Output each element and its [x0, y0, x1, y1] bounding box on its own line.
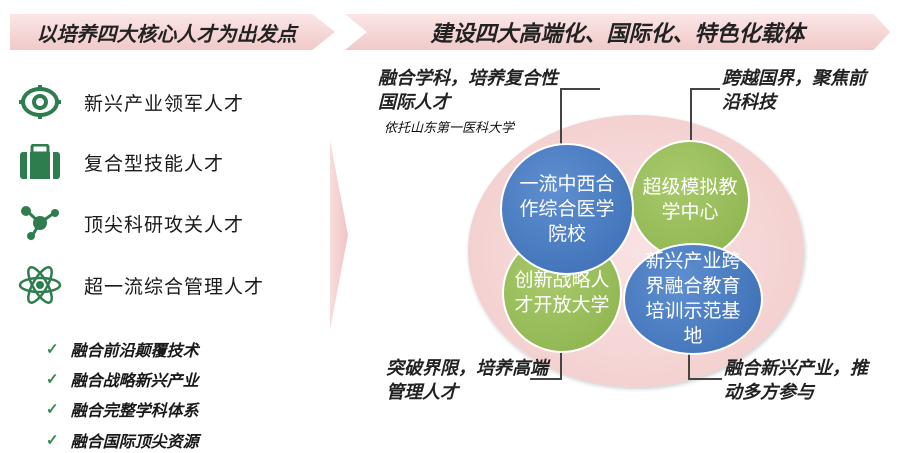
briefcase-icon — [18, 142, 62, 182]
molecule-icon — [18, 203, 62, 243]
left-banner: 以培养四大核心人才为出发点 — [10, 14, 335, 50]
circle-label: 创新战略人才开放大学 — [514, 269, 610, 316]
leader-line — [560, 88, 600, 90]
leader-line — [560, 90, 562, 148]
check-icon: ✓ — [46, 400, 59, 418]
talent-item-skill: 复合型技能人才 — [18, 142, 224, 182]
check-label: 融合前沿颠覆技术 — [70, 341, 199, 360]
divider-arrow — [330, 140, 348, 330]
callout-top-left: 融合学科，培养复合性国际人才 — [378, 68, 558, 113]
target-icon — [18, 82, 62, 122]
leader-line — [530, 378, 562, 380]
check-item: ✓ 融合国际顶尖资源 — [46, 428, 199, 452]
circle-simulation-center: 超级模拟教学中心 — [630, 140, 750, 260]
talent-label: 复合型技能人才 — [84, 152, 225, 175]
leader-line — [690, 88, 692, 150]
check-label: 融合战略新兴产业 — [70, 371, 199, 390]
left-banner-title: 以培养四大核心人才为出发点 — [36, 21, 297, 46]
talent-label: 超一流综合管理人才 — [84, 275, 265, 298]
talent-label: 顶尖科研攻关人才 — [84, 213, 245, 236]
check-label: 融合国际顶尖资源 — [70, 432, 199, 451]
check-icon: ✓ — [46, 340, 59, 358]
check-item: ✓ 融合前沿颠覆技术 — [46, 337, 199, 361]
leader-line — [688, 378, 722, 380]
right-banner: 建设四大高端化、国际化、特色化载体 — [345, 14, 890, 50]
talent-item-leader: 新兴产业领军人才 — [18, 82, 244, 122]
circle-training-base: 新兴产业跨界融合教育培训示范基地 — [623, 243, 763, 355]
leader-line — [688, 350, 690, 380]
atom-icon — [18, 265, 62, 305]
leader-line — [560, 345, 562, 380]
talent-label: 新兴产业领军人才 — [84, 92, 245, 115]
talent-item-management: 超一流综合管理人才 — [18, 265, 264, 305]
circle-label: 新兴产业跨界融合教育培训示范基地 — [645, 250, 741, 347]
right-banner-title: 建设四大高端化、国际化、特色化载体 — [430, 21, 805, 47]
check-label: 融合完整学科体系 — [70, 401, 199, 420]
circle-medical-college: 一流中西合作综合医学院校 — [500, 143, 634, 275]
leader-line — [690, 88, 720, 90]
check-item: ✓ 融合完整学科体系 — [46, 397, 199, 421]
callout-top-right: 跨越国界，聚焦前沿科技 — [722, 68, 866, 113]
circle-label: 一流中西合作综合医学院校 — [519, 172, 615, 245]
check-icon: ✓ — [46, 431, 59, 449]
check-icon: ✓ — [46, 370, 59, 388]
callout-bottom-right: 融合新兴产业，推动多方参与 — [724, 358, 868, 403]
support-note: 依托山东第一医科大学 — [384, 121, 515, 136]
check-item: ✓ 融合战略新兴产业 — [46, 367, 199, 391]
talent-item-research: 顶尖科研攻关人才 — [18, 203, 244, 243]
circle-label: 超级模拟教学中心 — [642, 176, 738, 223]
callout-bottom-left: 突破界限，培养高端管理人才 — [386, 358, 548, 403]
